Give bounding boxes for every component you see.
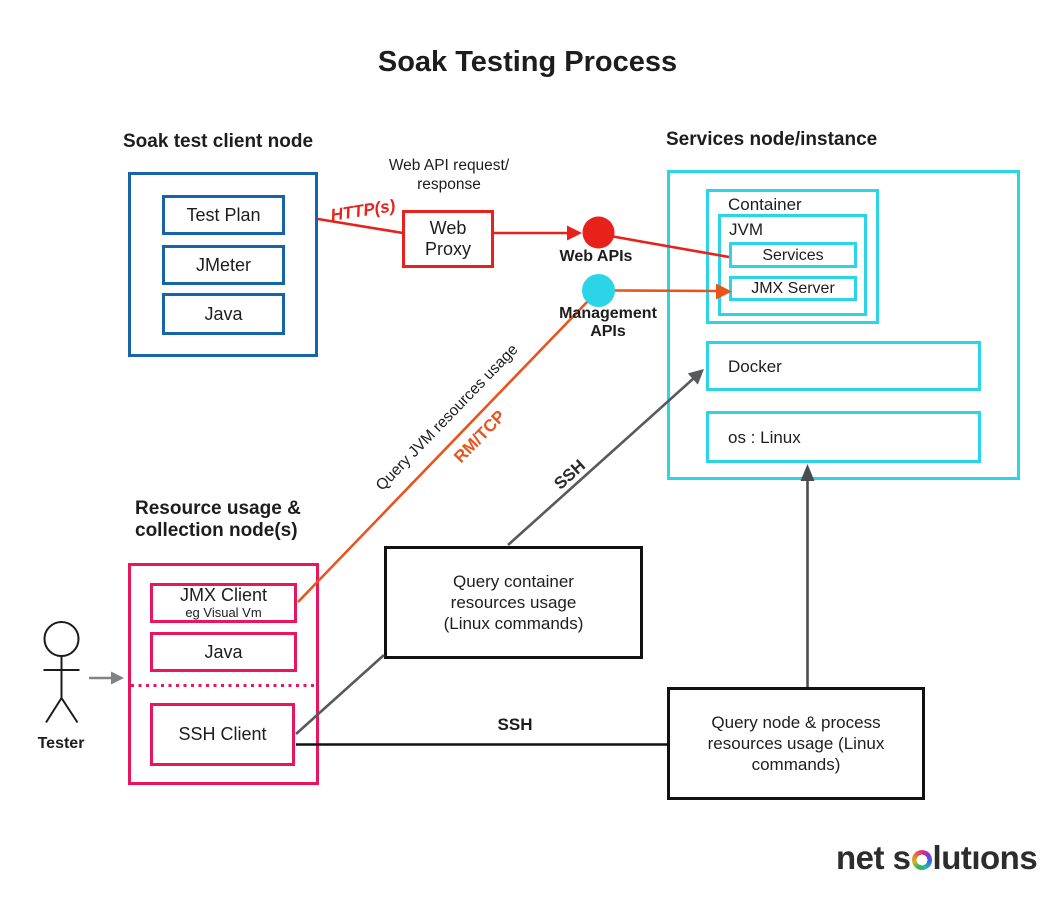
os-box [706, 411, 981, 463]
web-apis-label: Web APIs [559, 248, 633, 265]
tester-arrowhead [111, 671, 124, 685]
ssh-horizontal-label: SSH [497, 715, 533, 734]
web-proxy-label-line2: Proxy [424, 239, 471, 259]
query-container-line2: resources usage [450, 593, 577, 612]
web-api-request-line1: Web API request/ [388, 157, 510, 174]
container-label: Container [728, 195, 802, 214]
management-apis-label: Management APIs [549, 305, 667, 341]
stick-figure-head [43, 621, 80, 657]
jmx-client-label: JMX Client [179, 585, 268, 605]
query-node-line1: Query node & process [711, 713, 881, 732]
docker-box [706, 341, 981, 391]
web-apis-circle [582, 216, 615, 249]
net-solutions-logo: net s lutıons [836, 839, 1038, 877]
java-client-box: Java [162, 293, 285, 335]
ssh-diagonal-label: SSH [550, 455, 590, 494]
test-plan-box: Test Plan [162, 195, 285, 235]
resource-node-heading-line1: Resource usage & [135, 498, 301, 519]
stick-figure-leg-left [45, 697, 63, 724]
jmx-client-box: JMX Client eg Visual Vm [150, 583, 297, 623]
jvm-label: JVM [729, 220, 763, 239]
management-apis-line1: Management [559, 305, 657, 322]
query-node-line3: commands) [751, 755, 841, 774]
services-node-heading: Services node/instance [666, 129, 878, 150]
logo-ring-o-icon [911, 850, 932, 870]
stick-figure-leg-right [60, 697, 79, 724]
web-proxy-box: Web Proxy [402, 210, 494, 268]
https-label: HTTP(s) [329, 196, 397, 225]
services-box: Services [729, 242, 857, 268]
tester-label: Tester [37, 735, 85, 752]
jmx-server-label: JMX Server [751, 280, 835, 297]
java-resource-label: Java [204, 641, 243, 662]
test-plan-label: Test Plan [186, 204, 261, 225]
os-label: os : Linux [728, 428, 801, 447]
management-apis-line2: APIs [590, 323, 626, 340]
webapis-arrowhead [567, 225, 582, 241]
resource-node-heading: Resource usage & collection node(s) [135, 498, 301, 542]
ssh-client-label: SSH Client [178, 724, 267, 744]
jmeter-label: JMeter [195, 254, 251, 275]
query-node-box: Query node & process resources usage (Li… [667, 687, 925, 800]
management-apis-circle [582, 274, 615, 307]
web-api-request-annotation: Web API request/ response [368, 156, 530, 194]
docker-label: Docker [728, 357, 782, 376]
query-container-line3: (Linux commands) [443, 614, 584, 633]
services-label: Services [762, 246, 824, 264]
client-node-heading: Soak test client node [123, 131, 314, 152]
web-proxy-label-line1: Web [429, 218, 467, 238]
logo-text-prefix: net s [836, 839, 911, 876]
java-client-label: Java [204, 303, 243, 324]
query-node-line2: resources usage (Linux [707, 734, 885, 753]
resource-node-heading-line2: collection node(s) [135, 520, 298, 541]
web-api-request-line2: response [417, 176, 481, 193]
query-container-box: Query container resources usage (Linux c… [384, 546, 643, 659]
query-container-line1: Query container [453, 572, 574, 591]
page-title: Soak Testing Process [377, 46, 678, 78]
logo-text-suffix: lutıons [932, 839, 1038, 876]
tester-stick-figure [43, 621, 80, 724]
jmeter-box: JMeter [162, 245, 285, 285]
jmx-client-sublabel: eg Visual Vm [185, 605, 262, 620]
ssh-client-box: SSH Client [150, 703, 295, 766]
java-resource-box: Java [150, 632, 297, 672]
jmx-server-box: JMX Server [729, 276, 857, 301]
